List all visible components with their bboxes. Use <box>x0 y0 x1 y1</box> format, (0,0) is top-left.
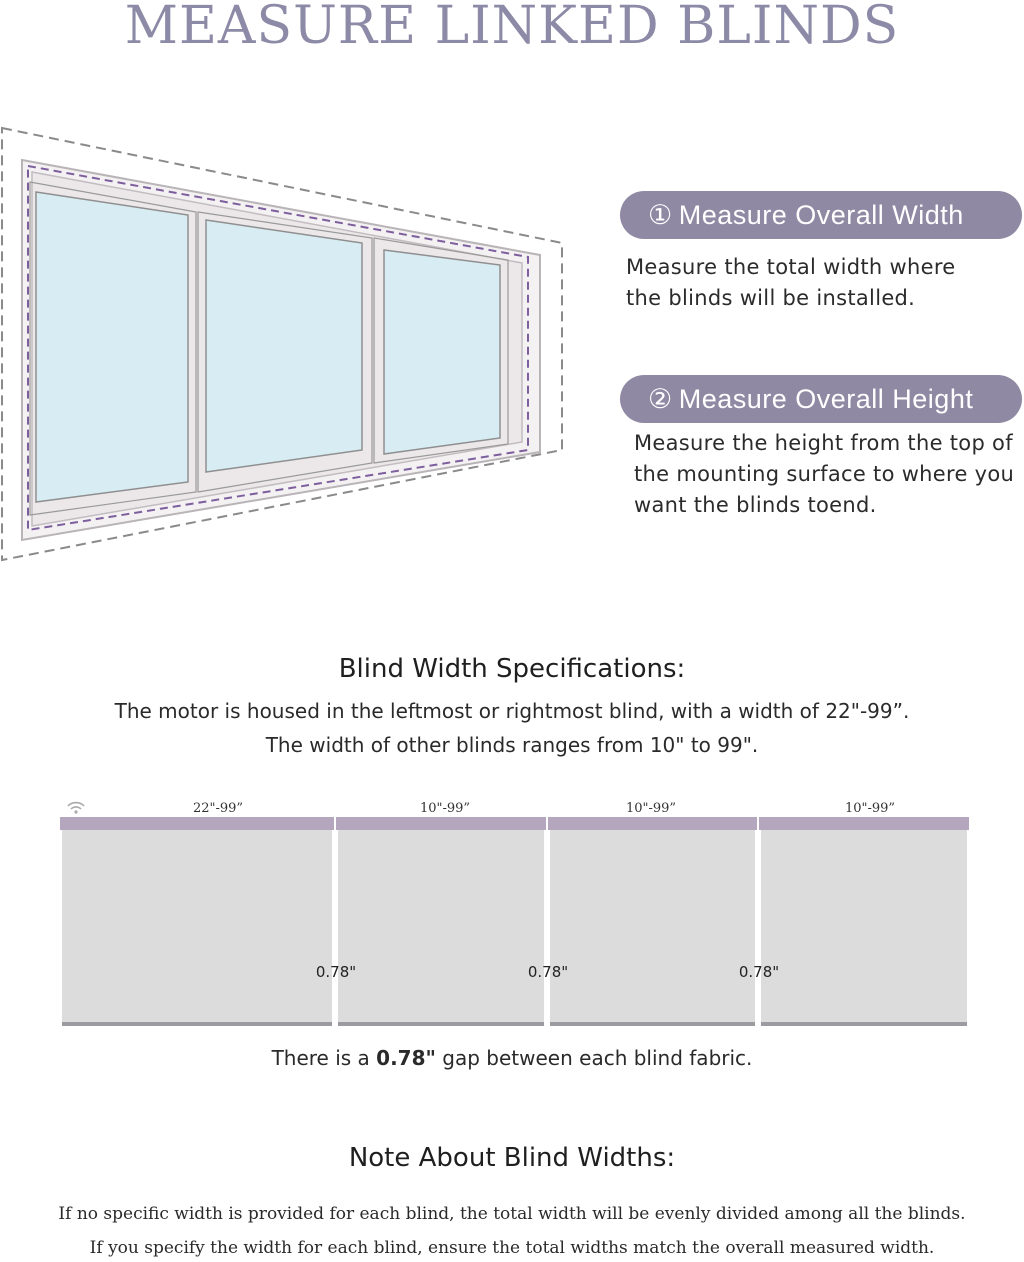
blind-panel-4 <box>759 817 969 1026</box>
spec-line-2: The width of other blinds ranges from 10… <box>265 733 759 757</box>
window-illustration <box>1 126 563 562</box>
note-line-1: If no specific width is provided for eac… <box>58 1204 966 1224</box>
step-2-number: ② <box>648 384 673 414</box>
blind-panel-3 <box>548 817 757 1026</box>
note-heading: Note About Blind Widths: <box>348 1143 676 1173</box>
blind-panel-1 <box>60 817 334 1026</box>
panel-3-width: 10"-99” <box>626 801 676 816</box>
gap-label-1: 0.78" <box>316 963 356 981</box>
gap-value: 0.78" <box>376 1046 436 1070</box>
panel-1-width: 22"-99” <box>193 801 243 816</box>
step-1-text: Measure Overall Width <box>678 200 964 230</box>
blind-panel-2 <box>336 817 546 1026</box>
gap-label-2: 0.78" <box>528 963 568 981</box>
measure-outline <box>27 164 529 532</box>
panel-4-width: 10"-99” <box>845 801 895 816</box>
gap-label-3: 0.78" <box>739 963 779 981</box>
gap-note: There is a 0.78" gap between each blind … <box>271 1046 753 1070</box>
glass-pane-left <box>35 191 189 503</box>
blinds-diagram: 22"-99” 10"-99” 10"-99” 10"-99” 0.78" 0.… <box>60 801 969 1026</box>
note-line-2: If you specify the width for each blind,… <box>89 1238 935 1258</box>
step-2-description: Measure the height from the top of the m… <box>634 431 1015 517</box>
step-1-description: Measure the total width where the blinds… <box>626 255 956 310</box>
panel-2-width: 10"-99” <box>420 801 470 816</box>
glass-pane-middle <box>205 219 363 473</box>
step-2-text: Measure Overall Height <box>678 384 974 414</box>
spec-line-1: The motor is housed in the leftmost or r… <box>114 699 910 723</box>
glass-pane-right <box>383 249 501 455</box>
page-title: MEASURE LINKED BLINDS <box>124 0 900 56</box>
wifi-icon <box>67 801 85 814</box>
spec-heading: Blind Width Specifications: <box>338 654 686 684</box>
wall-outline <box>1 126 563 562</box>
step-1-number: ① <box>648 200 673 230</box>
